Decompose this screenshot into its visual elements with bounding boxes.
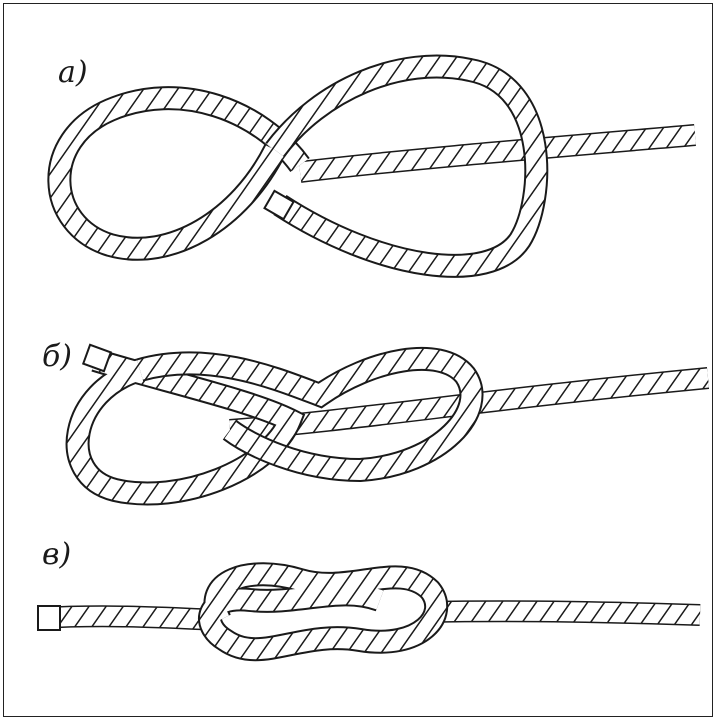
- rope-stage-c: [38, 574, 700, 649]
- rope-stage-a: [59, 67, 695, 266]
- rope-stage-b: [78, 345, 708, 494]
- rope-end-c: [38, 606, 60, 630]
